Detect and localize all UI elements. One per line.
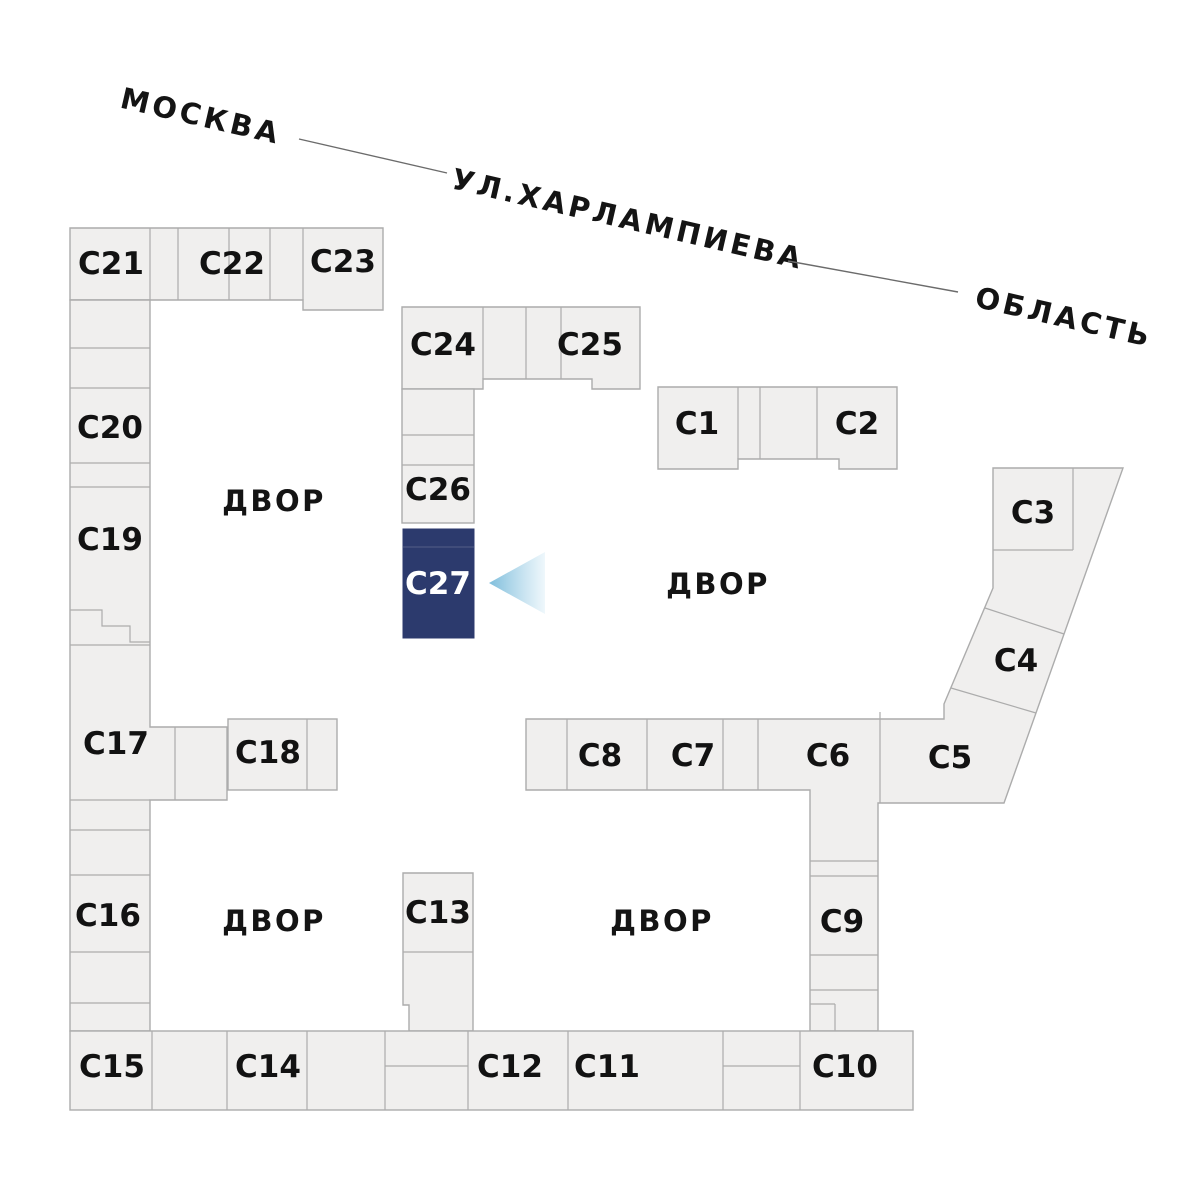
building-c9-label: С9 [820,904,864,940]
courtyard-label-bottom-middle: ДВОР [610,904,714,938]
building-c26[interactable]: С26 [402,465,474,523]
building-c7[interactable]: С7 [647,719,723,790]
building-c1[interactable]: С1 [658,387,738,469]
building-c14-label: С14 [235,1049,301,1085]
building-c18[interactable]: С18 [228,719,307,790]
building-c21-label: С21 [78,246,144,282]
street-label-moscow: МОСКВА [117,81,284,151]
building-c6[interactable]: С6 [758,719,878,790]
cluster-c1-c2-outline [657,386,898,470]
building-c4[interactable]: С4 [962,615,1047,693]
building-c27-label: С27 [405,566,471,602]
courtyard-label-bottom-left: ДВОР [222,904,326,938]
building-c23[interactable]: С23 [303,228,383,310]
building-c13[interactable]: С13 [403,873,473,952]
building-c8-label: С8 [578,738,622,774]
building-c21[interactable]: С21 [70,228,150,300]
building-c23-label: С23 [310,244,376,280]
building-c27-selected[interactable]: С27 [402,528,475,639]
building-c19-label: С19 [77,522,143,558]
c1-strip-dividers [737,387,818,459]
building-c19[interactable]: С19 [70,487,150,600]
building-c26-label: С26 [405,472,471,508]
building-c12[interactable]: С12 [468,1031,568,1110]
building-c25[interactable]: С25 [557,307,640,389]
building-c24-label: С24 [410,327,476,363]
building-c8[interactable]: С8 [567,719,647,790]
courtyard-label-top-left: ДВОР [222,484,326,518]
building-c14[interactable]: С14 [227,1031,307,1110]
bottom-row-dividers [151,1031,801,1110]
building-c3-label: С3 [1011,495,1055,531]
building-c24[interactable]: С24 [402,307,483,389]
building-c22[interactable]: С22 [178,228,270,300]
building-c15-label: С15 [79,1049,145,1085]
building-c17[interactable]: С17 [70,645,150,800]
building-c25-label: С25 [557,327,623,363]
building-c6-label: С6 [806,738,850,774]
building-c5[interactable]: С5 [898,715,990,800]
building-c2[interactable]: С2 [817,387,897,469]
building-c16[interactable]: С16 [70,875,150,952]
building-c12-label: С12 [477,1049,543,1085]
building-c11-label: С11 [574,1049,640,1085]
building-c15[interactable]: С15 [70,1031,152,1110]
building-c16-label: С16 [75,898,141,934]
building-c18-label: С18 [235,735,301,771]
building-c2-label: С2 [835,406,879,442]
building-c9[interactable]: С9 [810,876,878,955]
building-c7-label: С7 [671,738,715,774]
courtyard-label-right: ДВОР [666,567,770,601]
building-c13-label: С13 [405,895,471,931]
building-c10-label: С10 [812,1049,878,1085]
cluster-right-band-outline [525,467,1124,1032]
building-c4-label: С4 [994,643,1038,679]
building-c18-outline [227,718,338,791]
building-c20[interactable]: С20 [70,388,150,463]
cluster-c26-outline [401,388,475,524]
building-c5-label: С5 [928,740,972,776]
left-column-dividers [70,347,308,1004]
building-c17-label: С17 [83,726,149,762]
building-c1-label: С1 [675,406,719,442]
cluster-bottom-row-outline [69,1030,914,1111]
building-c10[interactable]: С10 [800,1031,913,1110]
selected-arrow-icon [489,552,545,614]
c24-strip-dividers [402,307,562,466]
street-label-name: УЛ.ХАРЛАМПИЕВА [448,162,807,276]
street-label-oblast: ОБЛАСТЬ [972,280,1156,354]
building-c3[interactable]: С3 [993,468,1073,550]
building-c11[interactable]: С11 [568,1031,723,1110]
right-band-dividers [566,468,1074,1031]
street-line-left [298,138,448,174]
building-c22-label: С22 [199,246,265,282]
top-strip-dividers [149,228,304,300]
building-c20-label: С20 [77,410,143,446]
street-line-right [787,260,959,293]
